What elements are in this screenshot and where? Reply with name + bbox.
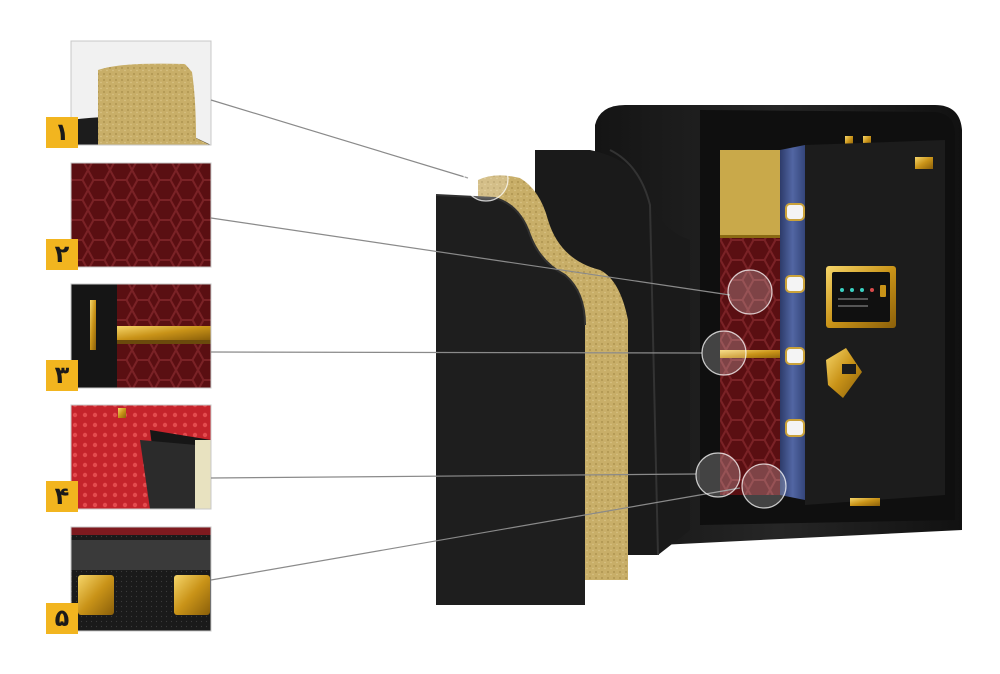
thumbnail-shelf <box>71 284 211 388</box>
badge-3: ۳ <box>46 360 78 391</box>
badge-number: ۴ <box>55 482 70 510</box>
thumbnail-compartment <box>71 405 211 509</box>
door-bolt <box>785 347 805 365</box>
thumbnail-insulation <box>71 41 211 145</box>
callout-marker-4 <box>695 452 741 498</box>
thumbnail-frame-4 <box>70 404 212 510</box>
thumbnail-frame-3 <box>70 283 212 389</box>
safe-shelf <box>720 350 790 358</box>
thumbnail-locking-bolts <box>71 527 211 631</box>
door-bolt <box>785 419 805 437</box>
badge-4: ۴ <box>46 481 78 512</box>
callout-line-3 <box>210 351 703 354</box>
thumbnail-frame-5 <box>70 526 212 632</box>
brand-logo-icon <box>915 157 933 169</box>
badge-1: ۱ <box>46 117 78 148</box>
thumbnail-carpet-lining <box>71 163 211 267</box>
outer-steel-panel <box>436 195 585 605</box>
door-bolt <box>785 203 805 221</box>
door-handle-icon <box>826 348 862 398</box>
callout-marker-5 <box>741 463 787 509</box>
thumbnail-frame-1 <box>70 40 212 146</box>
callout-marker-1 <box>463 156 509 202</box>
badge-number: ۳ <box>55 361 70 389</box>
door-bolt <box>785 275 805 293</box>
safe-door <box>805 140 945 506</box>
thumbnail-frame-2 <box>70 162 212 268</box>
keypad-panel <box>826 266 896 328</box>
badge-number: ۵ <box>55 604 70 632</box>
callout-marker-2 <box>727 269 773 315</box>
insulation-foam-panel <box>478 175 628 580</box>
callout-line-1 <box>210 99 469 179</box>
badge-number: ۱ <box>55 118 70 146</box>
badge-5: ۵ <box>46 603 78 634</box>
callout-line-2 <box>210 217 731 296</box>
callout-marker-3 <box>701 330 747 376</box>
callout-line-4 <box>210 473 697 479</box>
callout-line-5 <box>210 487 741 581</box>
safe-door-edge <box>780 145 805 500</box>
badge-2: ۲ <box>46 239 78 270</box>
badge-number: ۲ <box>55 240 70 268</box>
